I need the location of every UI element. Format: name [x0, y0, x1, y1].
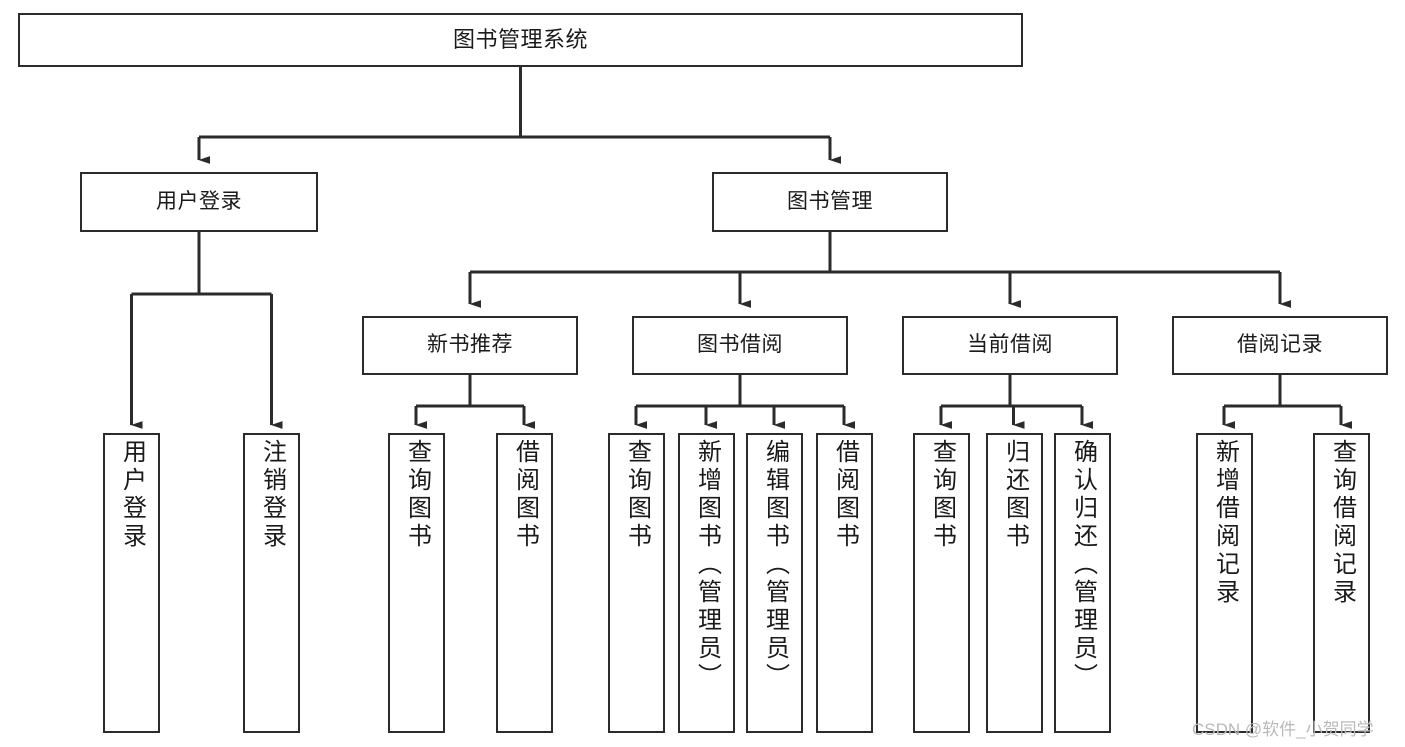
node-label: 当前借阅 [967, 333, 1053, 357]
node-new-book-recommend[interactable]: 新书推荐 [362, 316, 578, 375]
node-book-management[interactable]: 图书管理 [712, 172, 948, 232]
node-leaf-query-record[interactable]: 查询借阅记录 [1313, 433, 1370, 733]
node-leaf-user-logout[interactable]: 注销登录 [243, 433, 300, 733]
node-label: 借阅图书 [511, 439, 539, 551]
node-user-login[interactable]: 用户登录 [80, 172, 318, 232]
node-borrow-record[interactable]: 借阅记录 [1172, 316, 1388, 375]
node-label: 查询借阅记录 [1328, 439, 1356, 607]
node-root-system[interactable]: 图书管理系统 [18, 13, 1023, 67]
node-label: 新增图书（管理员） [693, 439, 721, 691]
node-leaf-borrow-book-2[interactable]: 借阅图书 [816, 433, 873, 733]
node-leaf-query-book-2[interactable]: 查询图书 [608, 433, 665, 733]
node-label: 图书借阅 [697, 333, 783, 357]
node-leaf-edit-book[interactable]: 编辑图书（管理员） [746, 433, 803, 733]
node-leaf-query-book-3[interactable]: 查询图书 [913, 433, 970, 733]
node-label: 借阅记录 [1237, 333, 1323, 357]
node-leaf-query-book-1[interactable]: 查询图书 [388, 433, 445, 733]
node-label: 用户登录 [118, 439, 146, 551]
node-leaf-add-record[interactable]: 新增借阅记录 [1196, 433, 1253, 733]
node-label: 查询图书 [623, 439, 651, 551]
node-label: 新书推荐 [427, 333, 513, 357]
node-label: 图书管理 [787, 189, 873, 213]
node-label: 注销登录 [258, 439, 286, 551]
node-current-borrow[interactable]: 当前借阅 [902, 316, 1118, 375]
node-label: 查询图书 [928, 439, 956, 551]
node-leaf-add-book[interactable]: 新增图书（管理员） [678, 433, 735, 733]
node-label: 新增借阅记录 [1211, 439, 1239, 607]
node-book-borrow[interactable]: 图书借阅 [632, 316, 848, 375]
node-label: 查询图书 [403, 439, 431, 551]
node-label: 归还图书 [1001, 439, 1029, 551]
node-label: 借阅图书 [831, 439, 859, 551]
node-label: 图书管理系统 [452, 27, 588, 53]
node-label: 编辑图书（管理员） [761, 439, 789, 691]
node-label: 用户登录 [156, 189, 242, 213]
node-leaf-return-book[interactable]: 归还图书 [986, 433, 1043, 733]
node-leaf-confirm-return[interactable]: 确认归还（管理员） [1054, 433, 1111, 733]
node-label: 确认归还（管理员） [1069, 439, 1097, 691]
watermark-text: CSDN @软件_小贺同学 [1192, 720, 1374, 739]
node-leaf-user-login[interactable]: 用户登录 [103, 433, 160, 733]
node-leaf-borrow-book-1[interactable]: 借阅图书 [496, 433, 553, 733]
